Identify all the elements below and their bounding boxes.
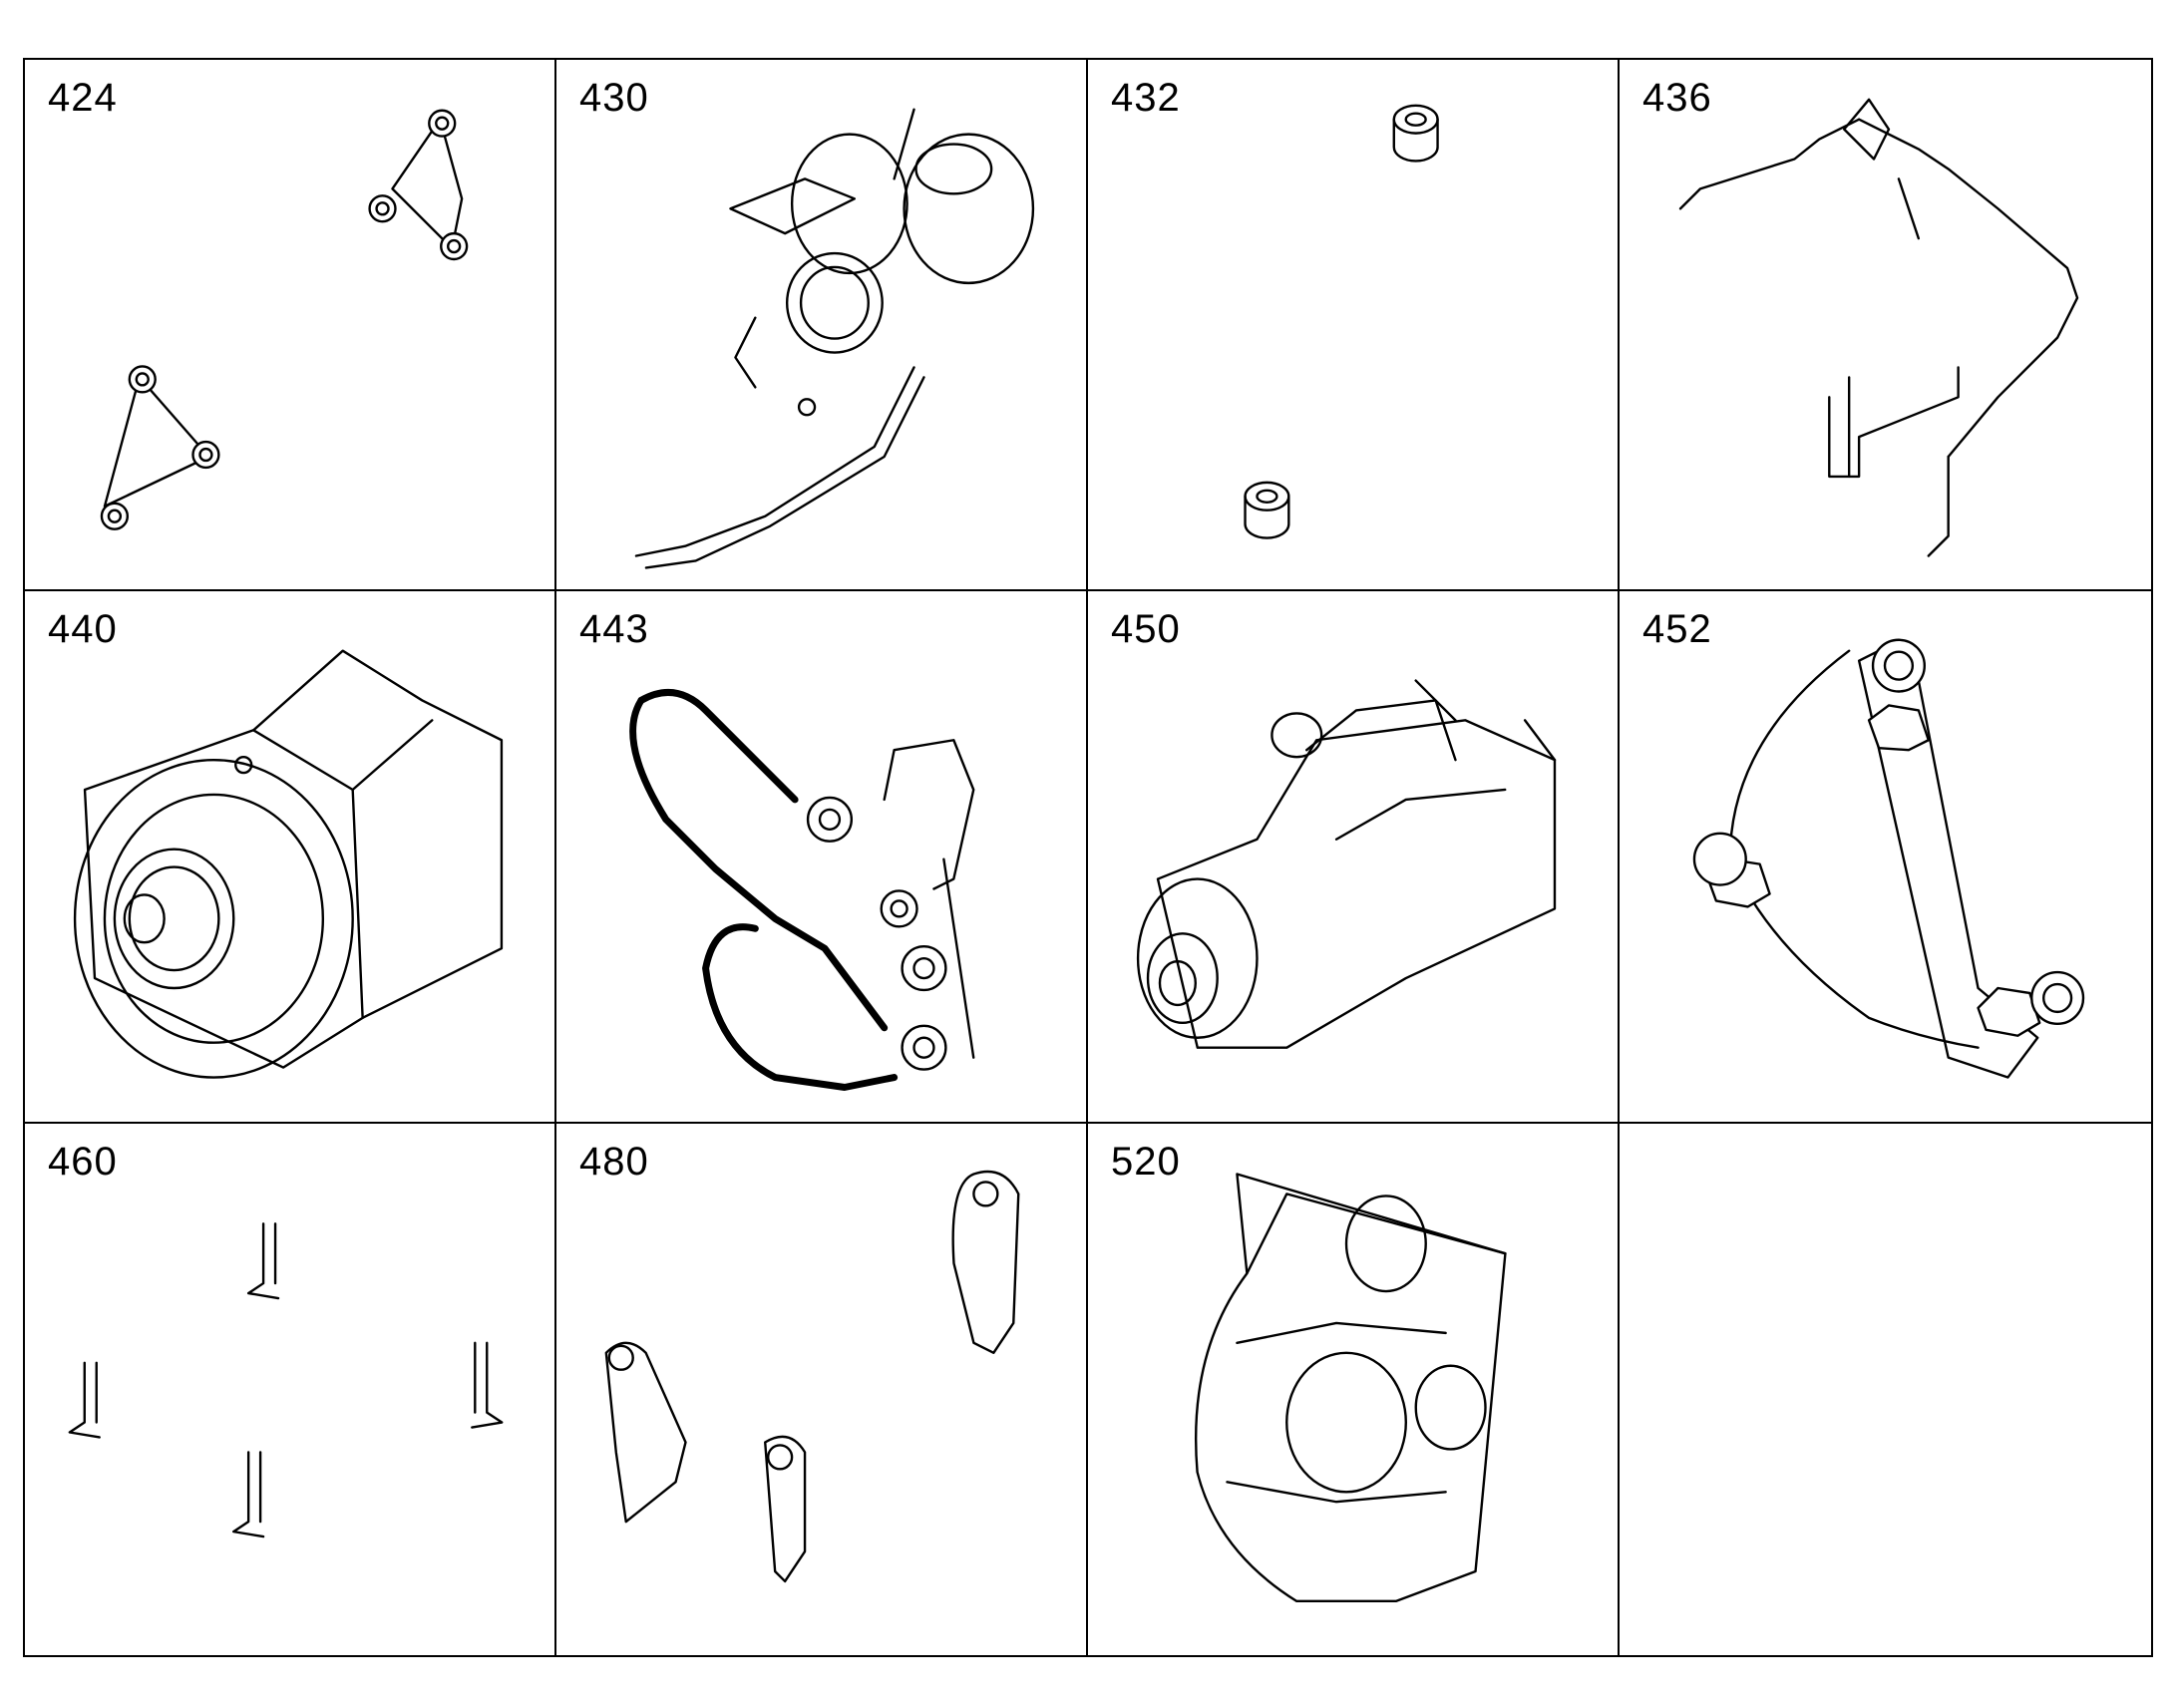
empty-cell bbox=[1620, 1124, 2151, 1655]
part-number: 450 bbox=[1111, 607, 1181, 652]
part-cell-436[interactable]: 436 bbox=[1620, 60, 2151, 592]
mounting-bracket-icon bbox=[604, 1170, 1020, 1582]
flywheel-housing-icon bbox=[1194, 1172, 1507, 1602]
bolt-bracket-icon bbox=[100, 109, 469, 530]
part-number: 460 bbox=[48, 1139, 118, 1184]
part-cell-452[interactable]: 452 bbox=[1620, 591, 2151, 1124]
part-number: 432 bbox=[1111, 76, 1181, 120]
part-number: 480 bbox=[579, 1139, 649, 1184]
part-number: 430 bbox=[579, 76, 649, 120]
part-cell-430[interactable]: 430 bbox=[556, 60, 1088, 592]
part-cell-443[interactable]: 443 bbox=[556, 591, 1088, 1124]
clip-bracket-icon bbox=[68, 1221, 504, 1537]
part-number: 436 bbox=[1642, 76, 1712, 120]
part-cell-460[interactable]: 460 bbox=[25, 1123, 556, 1655]
part-number: 424 bbox=[48, 76, 118, 120]
part-cell-450[interactable]: 450 bbox=[1088, 591, 1620, 1124]
alternator-icon bbox=[73, 649, 504, 1080]
starter-motor-icon bbox=[1136, 679, 1557, 1050]
part-cell-440[interactable]: 440 bbox=[25, 591, 556, 1124]
parts-grid: 424 430 432 bbox=[23, 58, 2153, 1657]
belt-drive-icon bbox=[629, 689, 975, 1092]
part-cell-424[interactable]: 424 bbox=[25, 60, 556, 592]
part-cell-520[interactable]: 520 bbox=[1088, 1123, 1620, 1655]
turbocharger-icon bbox=[634, 108, 1035, 569]
bolt-bracket-icon bbox=[1692, 638, 2085, 1080]
part-number: 452 bbox=[1642, 607, 1712, 652]
part-number: 443 bbox=[579, 607, 649, 652]
part-number: 520 bbox=[1111, 1139, 1181, 1184]
wiring-harness-icon bbox=[1678, 98, 2079, 557]
bushing-icon bbox=[1244, 104, 1439, 539]
part-number: 440 bbox=[48, 607, 118, 652]
part-cell-480[interactable]: 480 bbox=[556, 1123, 1088, 1655]
part-cell-432[interactable]: 432 bbox=[1088, 60, 1620, 592]
